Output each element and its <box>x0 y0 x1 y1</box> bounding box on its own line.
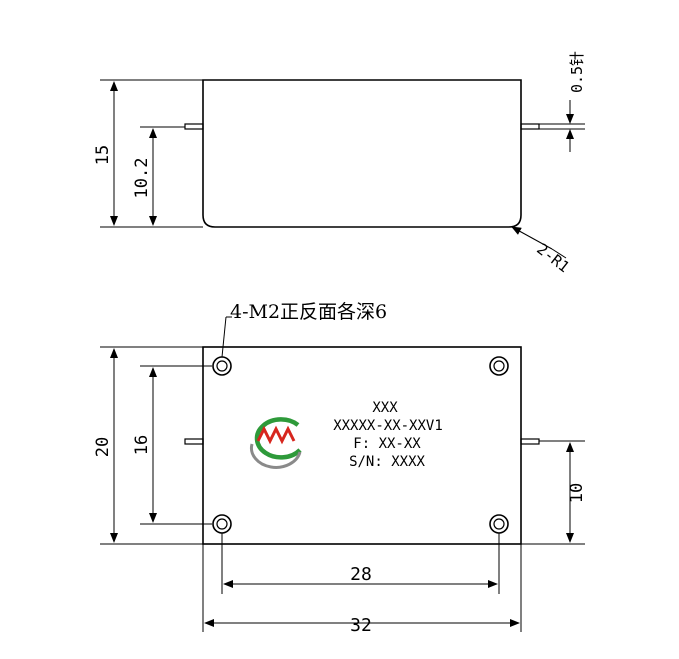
mount-hole-bottom-right <box>489 514 509 534</box>
logo-wave-red <box>256 425 296 445</box>
dim-side-pin-height: 10.2 <box>132 158 152 199</box>
top-view <box>184 346 540 545</box>
mount-hole-top-right <box>489 356 509 376</box>
label-line-2: XXXXX-XX-XXV1 <box>333 418 443 434</box>
dim-corner-radius: 2-R1 <box>533 240 573 276</box>
dim-top-height: 20 <box>93 437 113 457</box>
label-line-3: F: XX-XX <box>353 436 421 452</box>
top-view-dimensions <box>100 316 585 632</box>
label-line-1: XXX <box>372 400 398 416</box>
top-view-pin-right <box>520 438 540 445</box>
label-line-4: S/N: XXXX <box>349 454 425 470</box>
mount-note: 4-M2正反面各深6 <box>230 301 387 323</box>
logo-arc-gray <box>249 443 302 469</box>
side-view-pin-left <box>184 123 204 130</box>
side-view-body <box>202 79 522 228</box>
dim-pin-diameter: 0.5针 <box>568 51 586 93</box>
mount-hole-top-left <box>212 356 232 376</box>
company-logo <box>249 417 302 469</box>
side-view <box>184 79 540 228</box>
dim-pin-offset: 10 <box>567 483 587 503</box>
side-view-dimensions <box>100 79 585 259</box>
product-label: XXX XXXXX-XX-XXV1 F: XX-XX S/N: XXXX <box>333 400 443 470</box>
mount-hole-bottom-left <box>212 514 232 534</box>
dim-side-height: 15 <box>93 145 113 165</box>
top-view-pin-left <box>184 438 204 445</box>
top-view-body <box>202 346 522 545</box>
dim-width: 32 <box>350 615 372 636</box>
dim-hole-spacing-h: 28 <box>350 564 372 585</box>
side-view-pin-right <box>520 123 540 130</box>
dim-hole-spacing-v: 16 <box>132 435 152 455</box>
